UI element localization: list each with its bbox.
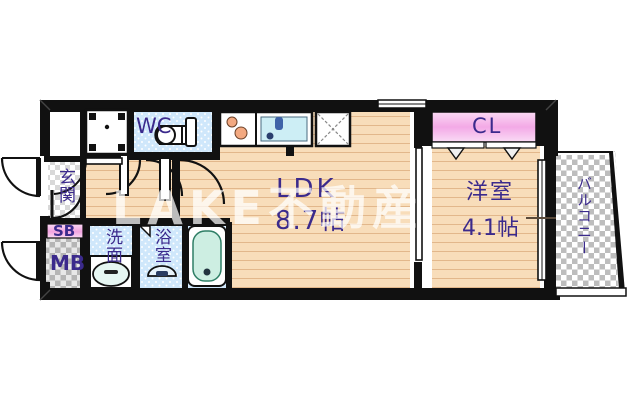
refrigerator-space-icon	[314, 110, 352, 148]
closet-cl	[431, 111, 537, 161]
window-bedroom-partition	[415, 147, 423, 261]
exterior-door-lower	[0, 241, 41, 282]
kitchen-sink-icon	[260, 116, 308, 142]
exterior-door-upper	[0, 157, 41, 198]
shoe-box	[46, 223, 84, 239]
door-leaves	[85, 154, 171, 201]
window-ldk	[377, 99, 427, 109]
washing-machine-space-icon	[84, 108, 130, 156]
stove-icon	[226, 116, 248, 140]
exterior-walls	[40, 100, 560, 300]
balcony-railing	[555, 151, 627, 297]
window-balcony-door	[526, 159, 556, 281]
doors	[50, 156, 226, 220]
corner-marks	[39, 99, 557, 301]
kitchen-counter	[218, 110, 314, 148]
vanity-sink-icon	[89, 255, 133, 289]
shower-icon	[138, 225, 177, 277]
interior-walls	[40, 104, 546, 290]
floor-fills	[44, 108, 618, 288]
toilet-icon	[154, 117, 197, 147]
bathtub-icon	[187, 225, 227, 287]
